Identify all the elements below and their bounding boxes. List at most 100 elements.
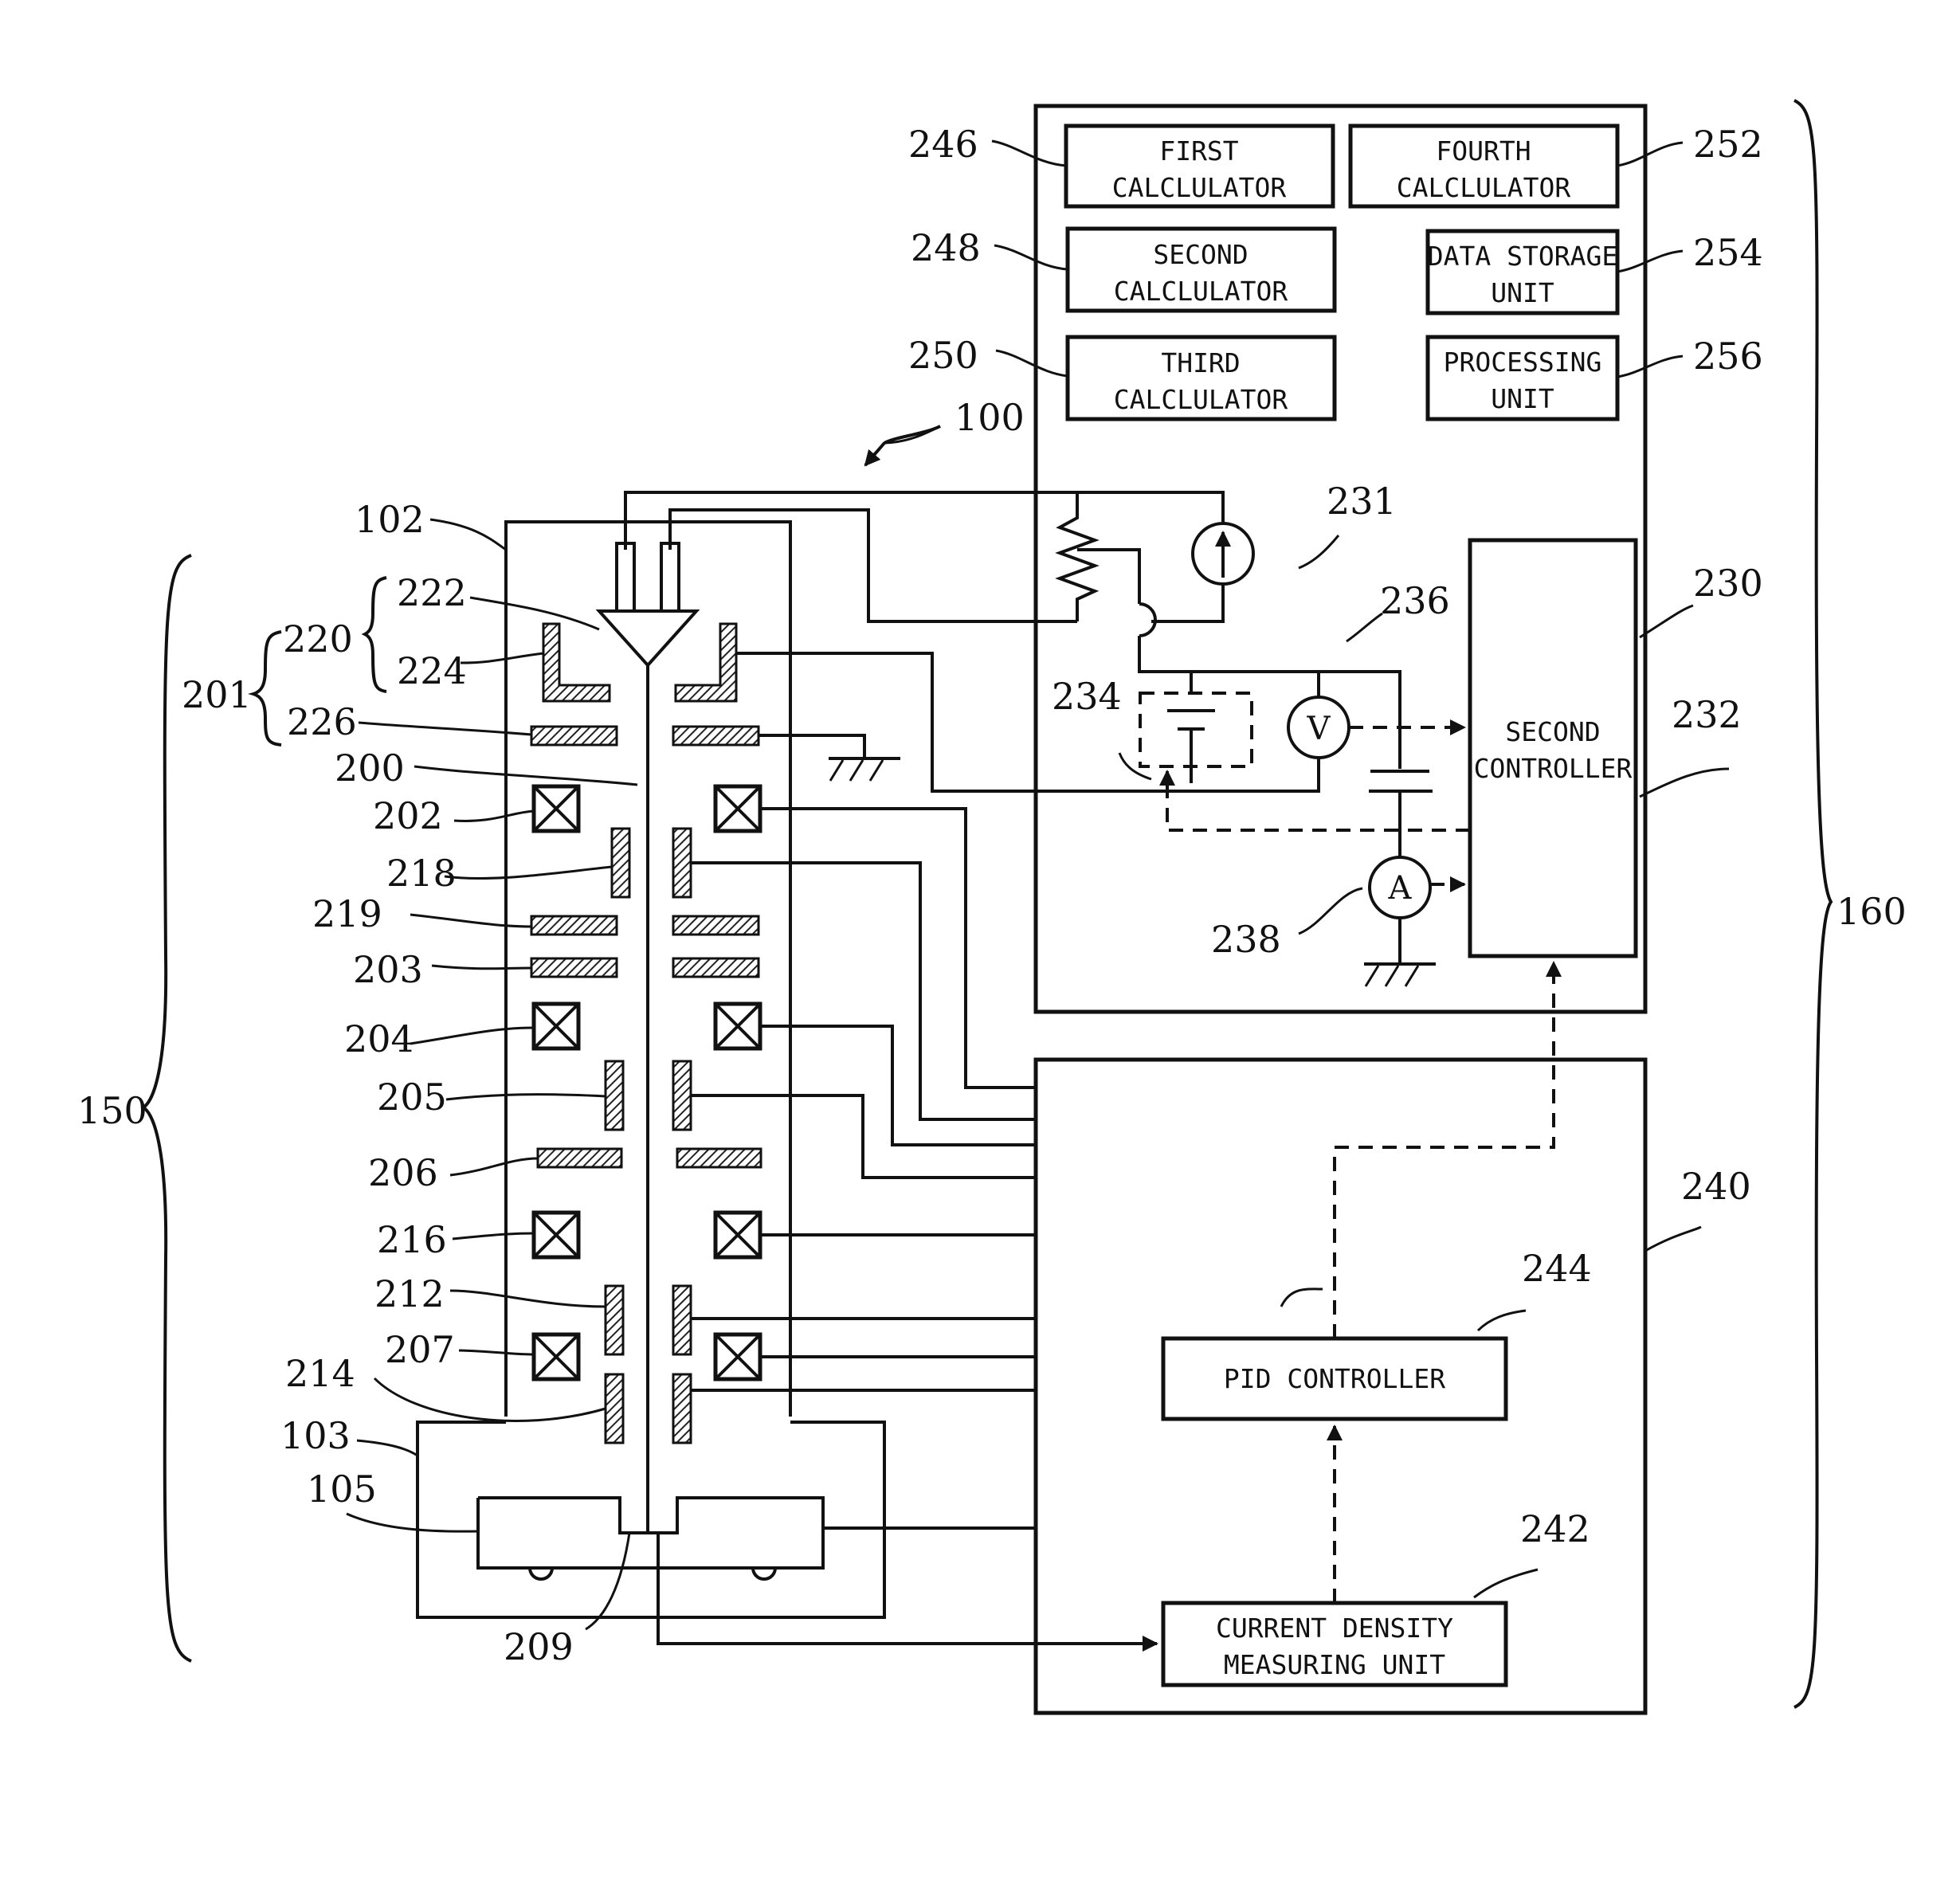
lens-coil-204-left [534, 1004, 578, 1048]
aperture-219-right [673, 916, 759, 935]
third-calculator-label-2: CALCLULATOR [1114, 384, 1288, 415]
third-calculator-box: THIRD CALCLULATOR [1068, 337, 1335, 419]
stage-105 [478, 1498, 823, 1568]
ref-220: 220 [283, 617, 353, 660]
ref-207: 207 [385, 1328, 455, 1371]
arrow-100-curve [884, 426, 940, 443]
ref-102: 102 [355, 498, 425, 541]
fourth-calculator-box: FOURTH CALCLULATOR [1350, 126, 1617, 206]
lens-coil-202-left [534, 786, 578, 831]
ref-160: 160 [1837, 890, 1907, 933]
aperture-206-right [677, 1149, 761, 1167]
processing-unit-label-2: UNIT [1491, 383, 1554, 414]
ref-103: 103 [280, 1414, 351, 1457]
ref-214: 214 [285, 1352, 355, 1395]
wire-coil-202 [760, 809, 1036, 1088]
third-calculator-label-1: THIRD [1161, 347, 1240, 378]
ref-231: 231 [1327, 480, 1397, 523]
ref-244: 244 [1522, 1247, 1592, 1290]
ref-201: 201 [182, 673, 252, 716]
second-calculator-box: SECOND CALCLULATOR [1068, 229, 1335, 311]
ammeter-symbol: A [1388, 870, 1413, 907]
anode-226-left [531, 727, 617, 745]
second-controller-label-1: SECOND [1505, 716, 1600, 747]
resistor-heater [1060, 494, 1095, 621]
ref-254: 254 [1693, 231, 1763, 274]
pid-controller-box: PID CONTROLLER [1163, 1338, 1506, 1419]
lens-coil-202-right [715, 786, 760, 831]
stage-wheel-right [753, 1568, 775, 1579]
ref-218: 218 [386, 852, 457, 895]
extractor-wire [735, 653, 1319, 791]
first-calculator-box: FIRST CALCLULATOR [1066, 126, 1333, 206]
ref-224: 224 [397, 649, 467, 692]
arrow-100-head [865, 443, 884, 465]
aligner-218-left [612, 829, 629, 897]
deflector-205-left [606, 1061, 623, 1130]
ref-204: 204 [344, 1017, 414, 1060]
deflector-212-right [673, 1286, 691, 1354]
emitter-terminal-left [617, 543, 634, 611]
ref-100: 100 [955, 396, 1025, 439]
suppressor-electrode-left [543, 624, 610, 701]
ref-230: 230 [1693, 562, 1763, 605]
ref-206: 206 [368, 1151, 438, 1194]
aperture-203-left [531, 958, 617, 977]
aperture-206-left [538, 1149, 621, 1167]
ref-202: 202 [373, 794, 443, 837]
ref-240: 240 [1681, 1165, 1751, 1208]
suppressor-electrode-right [676, 624, 736, 701]
second-controller-box: SECOND CONTROLLER [1470, 540, 1636, 956]
ref-226: 226 [287, 700, 357, 743]
ref-248: 248 [911, 226, 981, 269]
lens-coil-216-right [715, 1213, 760, 1257]
brace-201 [253, 632, 281, 745]
ref-205: 205 [377, 1076, 447, 1119]
lens-coil-207-right [715, 1334, 760, 1379]
second-calculator-label-2: CALCLULATOR [1114, 276, 1288, 307]
data-storage-label-2: UNIT [1491, 277, 1554, 308]
anode-226-right [673, 727, 759, 745]
brace-220 [365, 578, 386, 692]
current-source-231 [1193, 523, 1253, 584]
ref-242: 242 [1520, 1507, 1590, 1550]
processing-unit-label-1: PROCESSING [1444, 347, 1602, 378]
aperture-203-right [673, 958, 759, 977]
bias-wire [1139, 636, 1400, 769]
ref-236: 236 [1380, 579, 1450, 622]
ground-symbol-ammeter [1364, 964, 1436, 986]
first-calculator-label-1: FIRST [1159, 135, 1238, 167]
ref-203: 203 [353, 948, 423, 991]
ref-250: 250 [908, 334, 978, 377]
pid-controller-label: PID CONTROLLER [1224, 1363, 1445, 1394]
data-storage-label-1: DATA STORAGE [1428, 241, 1617, 272]
second-calculator-label-1: SECOND [1153, 239, 1248, 270]
voltmeter-236: V [1288, 697, 1349, 758]
fourth-calculator-label-2: CALCLULATOR [1397, 172, 1571, 203]
deflector-212-left [606, 1286, 623, 1354]
ground-symbol-anode [829, 758, 900, 781]
chamber-103 [417, 1422, 884, 1617]
lens-coil-207-left [534, 1334, 578, 1379]
lens-coil-204-right [715, 1004, 760, 1048]
ref-200: 200 [335, 747, 405, 790]
filament-wire-left [625, 492, 1223, 621]
ref-212: 212 [374, 1272, 445, 1315]
current-density-label-1: CURRENT DENSITY [1216, 1613, 1453, 1644]
brace-160 [1794, 100, 1831, 1707]
data-storage-unit-box: DATA STORAGE UNIT [1428, 231, 1617, 313]
aligner-218-right [673, 829, 691, 897]
fourth-calculator-label-1: FOURTH [1436, 135, 1531, 167]
deflector-214-right [673, 1374, 691, 1443]
anode-ground-wire [759, 735, 864, 758]
current-density-label-2: MEASURING UNIT [1224, 1649, 1445, 1680]
brace-150 [143, 555, 191, 1661]
processing-unit-box: PROCESSING UNIT [1428, 337, 1617, 419]
lens-coil-216-left [534, 1213, 578, 1257]
ref-252: 252 [1693, 123, 1763, 166]
deflector-214-left [606, 1374, 623, 1443]
ref-216: 216 [377, 1218, 447, 1261]
second-controller-label-2: CONTROLLER [1474, 753, 1633, 784]
ref-209: 209 [504, 1625, 574, 1668]
electron-emitter-222 [599, 611, 696, 665]
